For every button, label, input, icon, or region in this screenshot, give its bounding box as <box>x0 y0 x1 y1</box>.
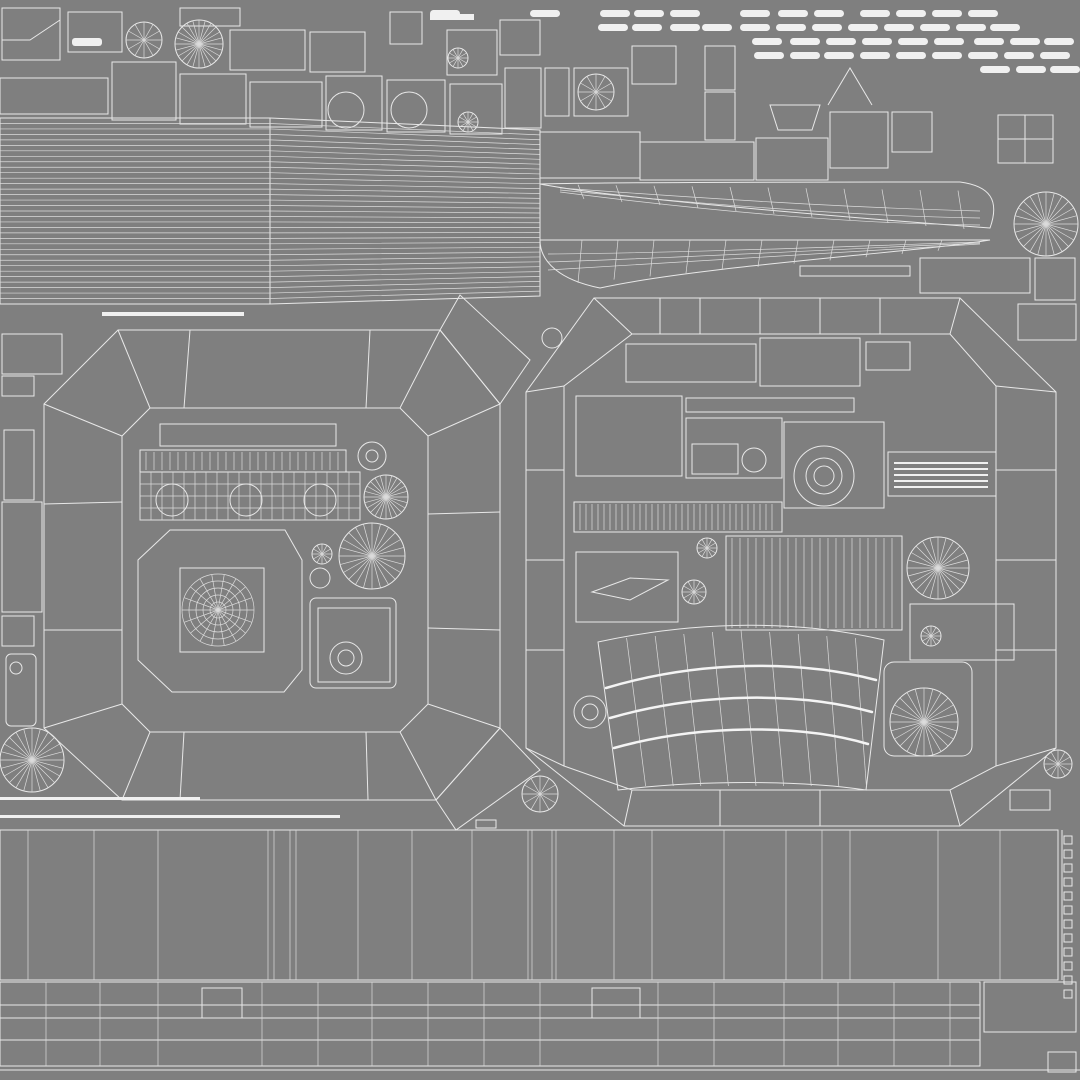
pill-labels-top-right <box>78 10 1080 73</box>
hull-plate-lines <box>0 117 641 316</box>
radial-discs <box>0 19 1079 813</box>
floor-grid-bottom <box>0 797 1080 1073</box>
octagon-panel-right <box>525 297 1057 827</box>
octagon-panel-left <box>1 294 563 831</box>
tapered-wing-upper <box>539 181 995 230</box>
panel-strip-top-left <box>0 7 1077 341</box>
tapered-wing-lower <box>539 239 991 289</box>
